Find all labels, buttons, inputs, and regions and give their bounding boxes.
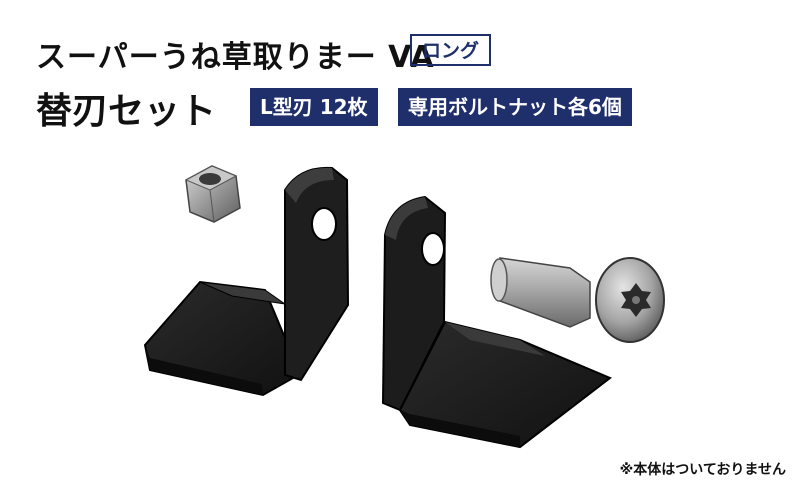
set-title: 替刃セット [36, 91, 217, 132]
bolt-icon [490, 257, 665, 343]
l-blade-left-icon [143, 166, 350, 397]
nut-icon [184, 165, 241, 223]
product-title: スーパーうね草取りまー VA [36, 40, 435, 75]
bolt-nut-badge: 専用ボルトナット各6個 [398, 88, 632, 126]
torx-recess-icon [621, 283, 651, 317]
blade-count-badge: L型刃 12枚 [250, 88, 378, 126]
variant-badge: ロング [410, 34, 492, 66]
not-included-note: ※本体はついておりません [619, 462, 786, 478]
l-blade-right-icon [381, 195, 612, 449]
